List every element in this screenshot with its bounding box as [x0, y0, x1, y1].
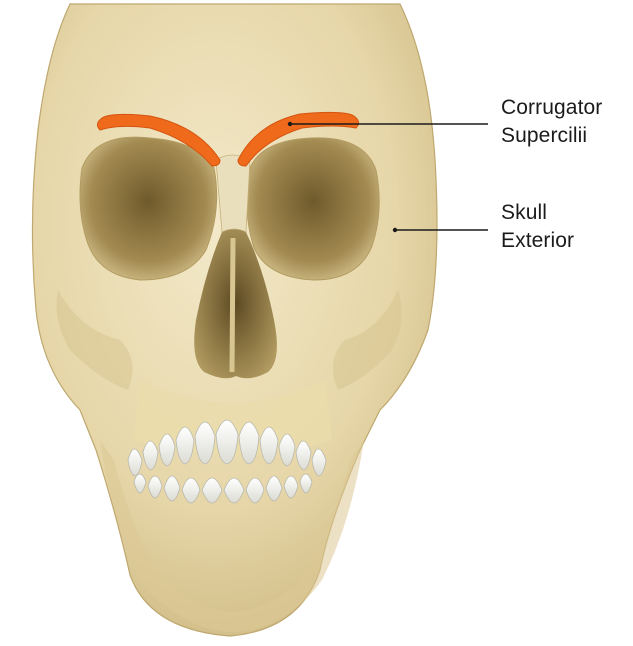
corrugator-leader-dot [288, 122, 292, 126]
corrugator-supercilii-label: Corrugator Supercilii [501, 94, 602, 150]
nasal-bone [216, 155, 250, 232]
skull-leader-dot [393, 228, 397, 232]
corrugator-label-line2: Supercilii [501, 122, 602, 150]
corrugator-label-line1: Corrugator [501, 94, 602, 122]
skull-label-line1: Skull [501, 199, 574, 227]
skull-exterior-label: Skull Exterior [501, 199, 574, 255]
skull-label-line2: Exterior [501, 227, 574, 255]
eye-socket-right [247, 138, 379, 280]
nasal-septum [232, 238, 233, 372]
eye-socket-left [80, 137, 217, 280]
